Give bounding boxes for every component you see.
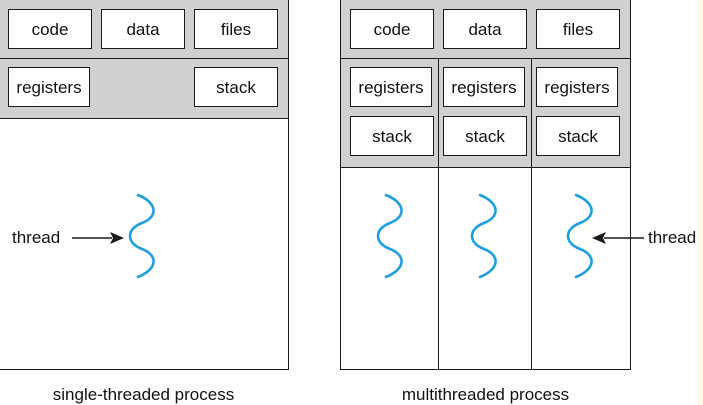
page-edge: [697, 0, 703, 405]
multi-registers-box-3: registers: [536, 67, 618, 107]
arrow-left-icon: [592, 232, 644, 244]
multi-code-box: code: [350, 9, 434, 49]
single-thread-label: thread: [12, 228, 61, 247]
multi-stack-box-3: stack: [536, 116, 620, 156]
thread-squiggle-icon: [566, 193, 593, 279]
thread-squiggle-icon: [470, 193, 497, 279]
multi-files-box: files: [536, 9, 620, 49]
multithreaded-caption: multithreaded process: [401, 385, 570, 404]
single-threaded-caption: single-threaded process: [52, 385, 235, 404]
single-data-box: data: [101, 9, 185, 49]
multi-stack-box-1: stack: [350, 116, 434, 156]
single-stack-box: stack: [194, 67, 278, 107]
single-code-box: code: [8, 9, 92, 49]
arrow-right-icon: [72, 232, 124, 244]
column-divider: [438, 58, 439, 370]
multi-thread-body: [340, 167, 631, 370]
multi-data-box: data: [443, 9, 527, 49]
thread-squiggle-icon: [128, 193, 155, 279]
multi-thread-label: thread: [648, 228, 697, 247]
single-thread-body: [0, 118, 289, 370]
multi-stack-box-2: stack: [443, 116, 527, 156]
column-divider: [531, 58, 532, 370]
single-files-box: files: [194, 9, 278, 49]
thread-squiggle-icon: [376, 193, 403, 279]
multi-registers-box-2: registers: [443, 67, 525, 107]
single-registers-box: registers: [8, 67, 90, 107]
multi-registers-box-1: registers: [350, 67, 432, 107]
